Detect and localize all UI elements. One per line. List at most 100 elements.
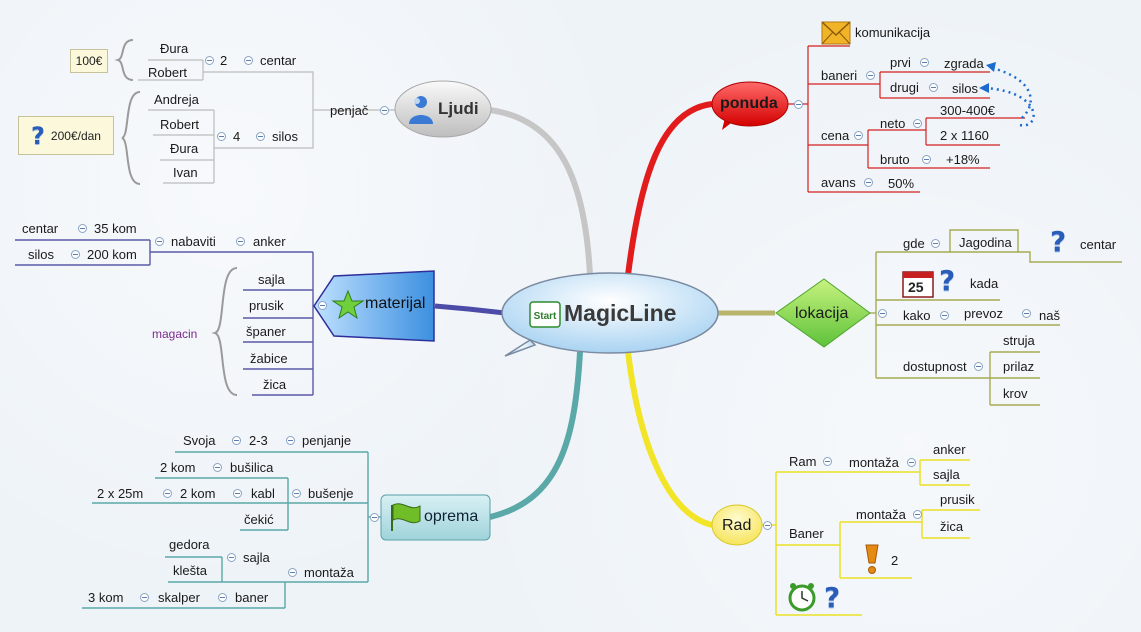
ljudi-centar-count[interactable]: 2 [220, 53, 228, 68]
collapse-toggle-montaza[interactable] [288, 568, 297, 577]
oprema-svoja[interactable]: Svoja [183, 433, 216, 448]
collapse-toggle-kako[interactable] [940, 311, 949, 320]
collapse-toggle-baner[interactable] [218, 593, 227, 602]
collapse-toggle-kabl-qty[interactable] [163, 489, 172, 498]
ponuda-neto[interactable]: neto [880, 116, 906, 131]
ljudi-silos-person-0[interactable]: Andreja [154, 92, 199, 107]
ponuda-neto-value[interactable]: 2 x 1160 [940, 128, 989, 143]
collapse-toggle-prvi[interactable] [920, 58, 929, 67]
materijal-anker[interactable]: anker [253, 234, 286, 249]
collapse-toggle-silos[interactable] [256, 132, 265, 141]
oprema-gedora[interactable]: gedora [169, 537, 210, 552]
rad-priority-value[interactable]: 2 [891, 553, 899, 568]
lokacija-dostupnost[interactable]: dostupnost [903, 359, 967, 374]
ljudi-centar-note[interactable]: 100€ [70, 49, 108, 73]
lokacija-gde[interactable]: gde [903, 236, 925, 251]
materijal-item-0[interactable]: sajla [258, 272, 285, 287]
rad-prusik[interactable]: prusik [940, 492, 975, 507]
collapse-toggle-baner-montaza[interactable] [913, 510, 922, 519]
collapse-toggle-busenje[interactable] [292, 489, 301, 498]
ljudi-silos[interactable]: silos [272, 129, 299, 144]
ponuda-avans[interactable]: avans [821, 175, 856, 190]
ponuda-bruto-value[interactable]: +18% [946, 152, 980, 167]
lokacija-kada[interactable]: kada [970, 276, 999, 291]
ponuda-neto-range[interactable]: 300-400€ [940, 103, 995, 118]
collapse-toggle-ram-montaza[interactable] [907, 458, 916, 467]
ljudi-centar-person-0[interactable]: Đura [160, 41, 189, 56]
materijal-silos-qty[interactable]: 200 kom [87, 247, 137, 262]
ponuda-silos[interactable]: silos [952, 81, 979, 96]
materijal-topic-title[interactable]: materijal [365, 295, 426, 312]
rad-ram[interactable]: Ram [789, 454, 817, 469]
materijal-centar-qty[interactable]: 35 kom [94, 221, 137, 236]
collapse-toggle-sajla[interactable] [227, 553, 236, 562]
rad-baner-montaza[interactable]: montaža [856, 507, 906, 522]
oprema-montaza[interactable]: montaža [304, 565, 354, 580]
oprema-sajla[interactable]: sajla [243, 550, 270, 565]
oprema-kabl-qty[interactable]: 2 kom [180, 486, 216, 501]
collapse-toggle-ponuda[interactable] [794, 100, 803, 109]
ljudi-penjac[interactable]: penjač [330, 103, 369, 118]
lokacija-struja[interactable]: struja [1003, 333, 1035, 348]
materijal-nabaviti[interactable]: nabaviti [171, 234, 216, 249]
collapse-toggle-centar[interactable] [244, 56, 253, 65]
ponuda-komunikacija[interactable]: komunikacija [855, 25, 931, 40]
collapse-toggle-dostupnost[interactable] [974, 362, 983, 371]
collapse-toggle-oprema[interactable] [370, 513, 379, 522]
collapse-toggle-neto[interactable] [913, 119, 922, 128]
rad-zica[interactable]: žica [940, 519, 964, 534]
collapse-toggle-kabl[interactable] [233, 489, 242, 498]
central-topic-title[interactable]: MagicLine [564, 300, 677, 326]
oprema-skalper-qty[interactable]: 3 kom [88, 590, 124, 605]
collapse-toggle-prevoz[interactable] [1022, 309, 1031, 318]
lokacija-jagodina[interactable]: Jagodina [959, 235, 1012, 250]
oprema-kabl-len[interactable]: 2 x 25m [97, 486, 144, 501]
ponuda-prvi[interactable]: prvi [890, 55, 911, 70]
materijal-item-4[interactable]: žica [263, 377, 287, 392]
ljudi-silos-person-2[interactable]: Đura [170, 141, 199, 156]
collapse-toggle-nabaviti[interactable] [155, 237, 164, 246]
oprema-penjanje[interactable]: penjanje [302, 433, 352, 448]
ponuda-topic-title[interactable]: ponuda [720, 95, 778, 112]
lokacija-krov[interactable]: krov [1003, 386, 1028, 401]
lokacija-centar[interactable]: centar [1080, 237, 1117, 252]
collapse-toggle-skalper[interactable] [140, 593, 149, 602]
oprema-cekic[interactable]: čekić [244, 512, 274, 527]
rad-baner[interactable]: Baner [789, 526, 824, 541]
materijal-item-1[interactable]: prusik [249, 298, 284, 313]
collapse-toggle-centar-count[interactable] [205, 56, 214, 65]
materijal-item-3[interactable]: žabice [250, 351, 288, 366]
oprema-skalper[interactable]: skalper [158, 590, 200, 605]
ponuda-drugi[interactable]: drugi [890, 80, 919, 95]
lokacija-topic-title[interactable]: lokacija [795, 305, 849, 322]
ljudi-topic-title[interactable]: Ljudi [438, 99, 479, 118]
materijal-silos[interactable]: silos [28, 247, 55, 262]
ponuda-cena[interactable]: cena [821, 128, 850, 143]
ponuda-zgrada[interactable]: zgrada [944, 56, 984, 71]
lokacija-nas[interactable]: naš [1039, 308, 1060, 323]
rad-topic-title[interactable]: Rad [722, 517, 752, 534]
collapse-toggle-lokacija[interactable] [878, 309, 887, 318]
ljudi-silos-count[interactable]: 4 [233, 129, 241, 144]
rad-sajla[interactable]: sajla [933, 467, 960, 482]
oprema-kabl[interactable]: kabl [251, 486, 275, 501]
oprema-baner[interactable]: baner [235, 590, 269, 605]
collapse-toggle-materijal[interactable] [318, 301, 327, 310]
ljudi-silos-person-3[interactable]: Ivan [173, 165, 198, 180]
collapse-toggle-penjanje[interactable] [286, 436, 295, 445]
materijal-centar[interactable]: centar [22, 221, 59, 236]
collapse-toggle-rad[interactable] [763, 521, 772, 530]
rad-anker[interactable]: anker [933, 442, 966, 457]
rad-ram-montaza[interactable]: montaža [849, 455, 899, 470]
materijal-item-2[interactable]: španer [246, 324, 286, 339]
oprema-busilica[interactable]: bušilica [230, 460, 274, 475]
collapse-toggle-ram[interactable] [823, 457, 832, 466]
ponuda-avans-value[interactable]: 50% [888, 176, 915, 191]
collapse-toggle-silos-qty[interactable] [71, 250, 80, 259]
collapse-toggle-cena[interactable] [854, 131, 863, 140]
ponuda-bruto[interactable]: bruto [880, 152, 910, 167]
ponuda-baneri[interactable]: baneri [821, 68, 858, 83]
collapse-toggle-penjanje-qty[interactable] [232, 436, 241, 445]
oprema-busenje[interactable]: bušenje [308, 486, 354, 501]
collapse-toggle-penjac[interactable] [380, 106, 389, 115]
